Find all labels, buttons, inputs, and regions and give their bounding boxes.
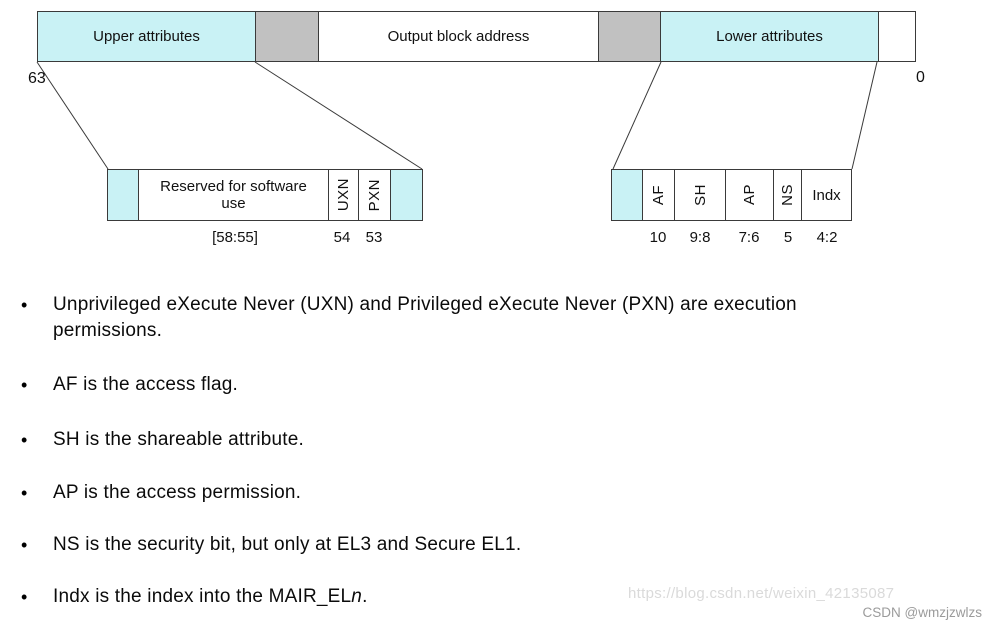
bullet-text: AF is the access flag.: [53, 374, 238, 395]
bullet-marker: •: [21, 375, 28, 395]
bar-reserved-right: [599, 12, 661, 61]
bullet-marker: •: [21, 535, 28, 555]
indx-bits-label: 4:2: [816, 229, 838, 246]
af-bit-label: 10: [649, 229, 667, 246]
reserved-software-field: Reserved for software use: [139, 170, 329, 220]
bullet-uxn-pxn: • Unprivileged eXecute Never (UXN) and P…: [0, 292, 994, 344]
descriptor-bar: Upper attributes Output block address Lo…: [37, 11, 916, 62]
bullet-marker: •: [21, 587, 28, 607]
af-field: AF: [643, 170, 675, 220]
upper-detail-cyan-left: [108, 170, 139, 220]
ap-label: AP: [741, 184, 758, 206]
upper-attributes-label: Upper attributes: [93, 28, 200, 45]
pxn-field: PXN: [359, 170, 391, 220]
bullet-sh: • SH is the shareable attribute.: [0, 427, 994, 453]
upper-attributes-detail-row: Reserved for software use UXN PXN: [107, 169, 423, 221]
bar-output-block-address: Output block address: [319, 12, 599, 61]
bullet-marker: •: [21, 295, 28, 315]
ns-bit-label: 5: [783, 229, 793, 246]
output-block-address-label: Output block address: [387, 28, 530, 45]
bar-reserved-left: [256, 12, 319, 61]
bullet-ns: • NS is the security bit, but only at EL…: [0, 532, 994, 558]
ns-label: NS: [779, 184, 796, 206]
bullet-marker: •: [21, 483, 28, 503]
reserved-software-label: Reserved for software use: [160, 178, 307, 212]
bullet-text: AP is the access permission.: [53, 482, 302, 503]
ns-field: NS: [774, 170, 802, 220]
bullet-text-suffix: .: [362, 586, 368, 607]
lower-attributes-detail-row: AF SH AP NS Indx: [611, 169, 852, 221]
bullet-text: Unprivileged eXecute Never (UXN) and Pri…: [53, 294, 797, 341]
ap-field: AP: [726, 170, 774, 220]
bullet-text: Indx is the index into the MAIR_ELn.: [53, 584, 954, 610]
bullet-ap: • AP is the access permission.: [0, 480, 994, 506]
bullet-indx: • Indx is the index into the MAIR_ELn.: [0, 584, 994, 610]
bullet-text: SH is the shareable attribute.: [53, 429, 305, 450]
uxn-bit-label: 54: [333, 229, 351, 246]
ap-bits-label: 7:6: [738, 229, 760, 246]
af-label: AF: [650, 184, 667, 206]
uxn-label: UXN: [335, 178, 352, 212]
bar-upper-attributes: Upper attributes: [38, 12, 256, 61]
upper-detail-cyan-right: [391, 170, 422, 220]
indx-field: Indx: [802, 170, 851, 220]
uxn-field: UXN: [329, 170, 359, 220]
pxn-bit-label: 53: [365, 229, 383, 246]
sh-label: SH: [691, 184, 709, 206]
indx-label: Indx: [812, 186, 841, 204]
bar-lower-attributes: Lower attributes: [661, 12, 879, 61]
bit-63-label: 63: [28, 70, 46, 87]
lower-attributes-label: Lower attributes: [716, 28, 823, 45]
reserved-bits-label: [58:55]: [212, 229, 258, 246]
bullet-marker: •: [21, 430, 28, 450]
lower-detail-cyan-left: [612, 170, 643, 220]
bit-0-label: 0: [916, 69, 925, 86]
bullet-text-prefix: Indx is the index into the MAIR_EL: [53, 586, 352, 607]
sh-field: SH: [675, 170, 726, 220]
pxn-label: PXN: [366, 178, 383, 212]
sh-bits-label: 9:8: [689, 229, 711, 246]
watermark-handle: CSDN @wmzjzwlzs: [862, 605, 982, 620]
bullet-text: NS is the security bit, but only at EL3 …: [53, 534, 522, 555]
bar-low-bits: [879, 12, 915, 61]
bullet-af: • AF is the access flag.: [0, 372, 994, 398]
bullet-text-italic-n: n: [351, 586, 363, 607]
watermark-url: https://blog.csdn.net/weixin_42135087: [628, 585, 895, 602]
